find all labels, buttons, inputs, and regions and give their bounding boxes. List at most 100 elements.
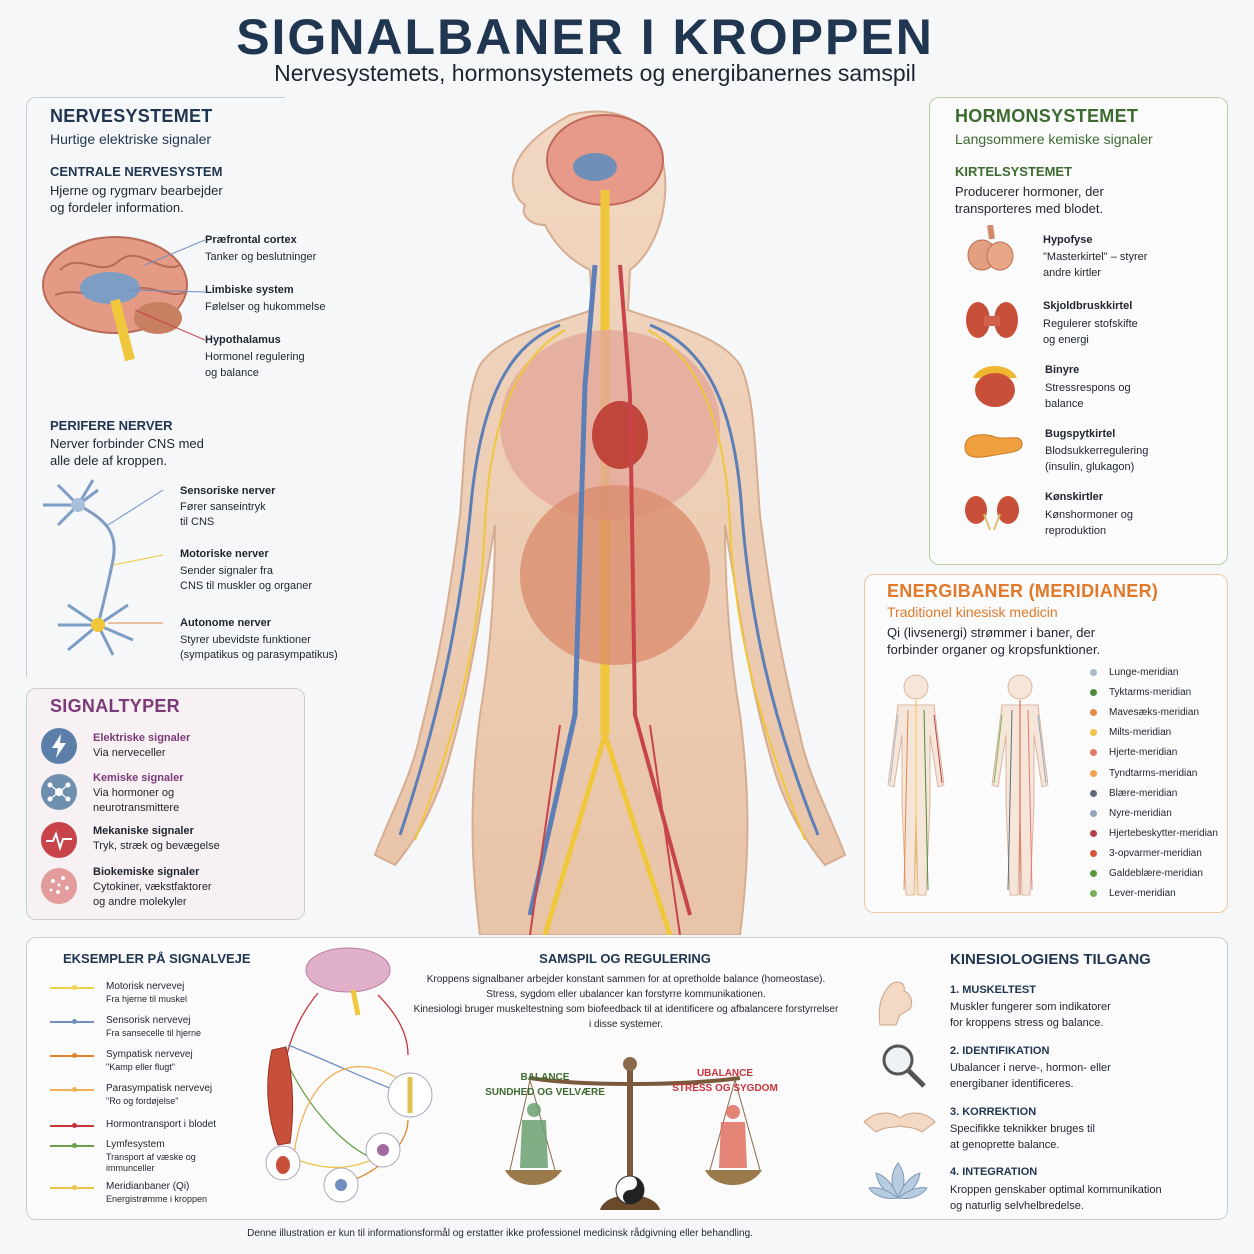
hands-icon — [863, 1112, 936, 1133]
brain-part-desc: Følelser og hukommelse — [205, 301, 326, 313]
meridian-item: Lever-meridian — [1088, 886, 1228, 902]
example-name: Sensorisk nervevej — [106, 1015, 191, 1026]
meridians-desc-2: forbinder organer og kropsfunktioner. — [887, 642, 1101, 657]
brain-icon — [42, 236, 205, 362]
meridian-label: Lunge-meridian — [1109, 667, 1179, 678]
meridian-dot — [1090, 689, 1097, 697]
signal-type-desc: Via hormoner og — [93, 787, 175, 799]
example-item: Sympatisk nervevej"Kamp eller flugt" — [48, 1048, 268, 1078]
meridian-label: Milts-meridian — [1109, 727, 1172, 739]
magnifier-icon — [882, 1044, 926, 1088]
signal-type-name: Kemiske signaler — [93, 772, 184, 784]
brain-part-name: Limbiske system — [205, 284, 294, 296]
example-desc: immunceller — [106, 1163, 155, 1173]
gland-title: KIRTELSYSTEMET — [955, 164, 1073, 179]
step-desc: Ubalancer i nerve-, hormon- eller — [950, 1062, 1111, 1074]
meridian-item: Lunge-meridian — [1088, 665, 1228, 681]
disclaimer: Denne illustration er kun til informatio… — [247, 1228, 753, 1239]
nerve-type-desc: CNS til muskler og organer — [180, 580, 313, 592]
meridian-figures-icon — [887, 674, 1049, 896]
signal-type-desc: Tryk, stræk og bevægelse — [93, 840, 220, 852]
meridian-dot — [1090, 769, 1097, 777]
nerve-type-name: Motoriske nerver — [180, 548, 269, 560]
thyroid-icon — [966, 302, 1018, 338]
gland-desc: Regulerer stofskifte — [1043, 318, 1138, 330]
balance-label: BALANCE — [520, 1072, 570, 1083]
meridian-item: 3-opvarmer-meridian — [1088, 846, 1228, 862]
kinesiology-title: KINESIOLOGIENS TILGANG — [950, 951, 1151, 968]
meridian-dot — [1090, 849, 1097, 857]
page-subtitle: Nervesystemets, hormonsystemets og energ… — [274, 60, 916, 86]
gland-name: Binyre — [1045, 364, 1080, 376]
nerve-type-name: Sensoriske nerver — [180, 485, 276, 497]
human-body-illustration — [373, 110, 847, 935]
imbalance-sub: STRESS OG SYGDOM — [672, 1083, 778, 1094]
example-desc: Energistrømme i kroppen — [106, 1194, 208, 1204]
example-item: Meridianbaner (Qi) Energistrømme i kroppe… — [48, 1180, 268, 1210]
gland-desc: "Masterkirtel" – styrer — [1043, 251, 1148, 263]
heart-icon — [592, 401, 648, 469]
meridian-dot — [1090, 870, 1097, 877]
step-desc: og naturlig selvhelbredelse. — [950, 1200, 1084, 1212]
nervous-title: NERVESYSTEMET — [50, 106, 213, 126]
balance-sub: SUNDHED OG VELVÆRE — [485, 1087, 605, 1098]
nervous-subtitle: Hurtige elektriske signaler — [50, 131, 212, 147]
example-name: Sympatisk nervevej — [106, 1049, 193, 1060]
brain-part-desc: Hormonel regulering — [205, 351, 305, 363]
brain-part-desc: og balance — [205, 367, 259, 379]
nervous-system-panel — [26, 97, 285, 677]
meridian-dot — [1090, 669, 1097, 676]
gland-desc: Stressrespons og — [1045, 382, 1131, 394]
gland-desc: og energi — [1043, 334, 1089, 346]
signal-type-desc: neurotransmittere — [93, 802, 180, 814]
interplay-line: i disse systemer. — [589, 1019, 663, 1030]
meridian-label: Blære-meridian — [1109, 787, 1178, 799]
signal-type-name: Mekaniske signaler — [93, 825, 194, 837]
example-name: Parasympatisk nervevej — [106, 1083, 213, 1094]
meridian-item: Nyre-meridian — [1088, 806, 1228, 822]
gland-desc-2: transporteres med blodet. — [955, 201, 1104, 216]
gland-desc: Blodsukkerregulering — [1045, 445, 1149, 457]
brain-part-desc: Tanker og beslutninger — [205, 251, 317, 263]
step-name: 3. KORREKTION — [950, 1106, 1037, 1118]
meridians-subtitle: Traditionel kinesisk medicin — [887, 604, 1058, 620]
meridian-dot — [1090, 890, 1097, 898]
example-line-dot — [72, 1053, 77, 1058]
interplay-line: Kinesiologi bruger muskeltestning som bi… — [413, 1004, 839, 1015]
lotus-icon — [868, 1162, 928, 1199]
step-desc: energibaner identificeres. — [950, 1078, 1074, 1090]
interplay-line: Stress, sygdom eller ubalancer kan forst… — [486, 989, 766, 1000]
gland-name: Hypofyse — [1043, 234, 1093, 246]
gland-desc-1: Producerer hormoner, der — [955, 184, 1104, 199]
nerve-type-desc: Sender signaler fra — [180, 565, 273, 577]
imbalance-label: UBALANCE — [696, 1068, 754, 1079]
example-name: Lymfesystem — [106, 1139, 165, 1150]
meridian-dot — [1090, 729, 1097, 737]
arm-icon — [878, 981, 913, 1026]
meridian-label: 3-opvarmer-meridian — [1109, 847, 1202, 859]
pancreas-icon — [964, 434, 1023, 458]
nerve-type-desc: (sympatikus og parasympatikus) — [180, 649, 338, 661]
gland-name: Bugspytkirtel — [1045, 428, 1116, 440]
meridian-item: Mavesæks-meridian — [1088, 705, 1228, 721]
balance-scale-icon — [505, 1057, 762, 1210]
brain-part-name: Præfrontal cortex — [205, 234, 297, 246]
example-name: Meridianbaner (Qi) — [106, 1181, 190, 1192]
interplay-title: SAMSPIL OG REGULERING — [539, 951, 711, 966]
meridian-item: Tyndtarms-meridian — [1088, 766, 1228, 782]
cns-title: CENTRALE NERVESYSTEM — [50, 164, 223, 179]
muscle-icon — [267, 1046, 294, 1146]
pns-desc-1: Nerver forbinder CNS med — [50, 436, 204, 451]
gland-desc: Kønshormoner og — [1045, 509, 1134, 521]
hormone-subtitle: Langsommere kemiske signaler — [955, 131, 1153, 147]
step-desc: at genoprette balance. — [950, 1139, 1060, 1151]
pns-desc-2: alle dele af kroppen. — [50, 453, 168, 468]
cns-desc-2: og fordeler information. — [50, 200, 184, 215]
interplay-text: Kroppens signalbaner arbejder konstant s… — [410, 972, 842, 1032]
signal-type-name: Biokemiske signaler — [93, 866, 200, 878]
meridians-desc-1: Qi (livsenergi) strømmer i baner, der — [887, 625, 1096, 640]
meridian-label: Nyre-meridian — [1109, 807, 1172, 819]
